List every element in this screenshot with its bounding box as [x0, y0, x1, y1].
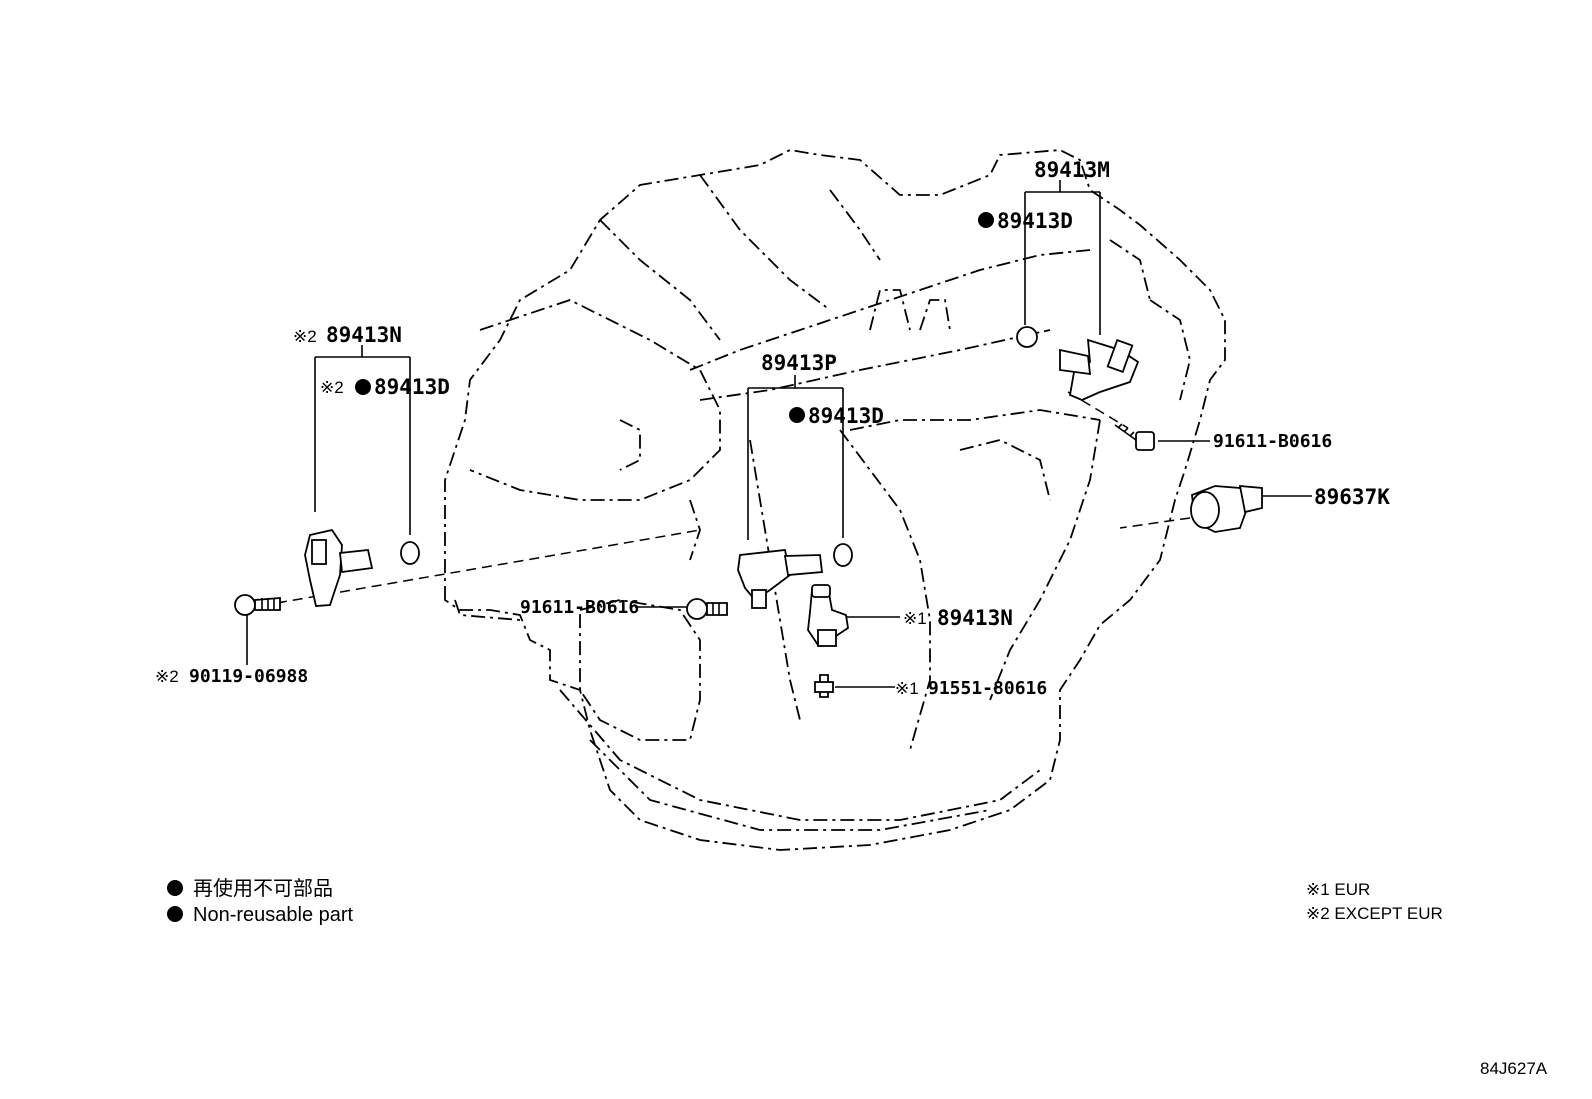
bolt-91611-right: [1114, 423, 1155, 451]
o-ring-89413d-mid: [833, 543, 853, 567]
speed-sensor-89413p: [737, 549, 824, 609]
o-ring-89413d-top: [1016, 326, 1038, 348]
non-reusable-dot-icon: [167, 880, 183, 896]
note-except-eur: ※2 EXCEPT EUR: [1306, 904, 1443, 923]
label-89637k[interactable]: 89637K: [1314, 485, 1390, 509]
bolt-91551: [814, 674, 834, 698]
speed-sensor-89413n-eur: [807, 584, 849, 647]
legend: 再使用不可部品 Non-reusable part: [167, 877, 354, 926]
speed-sensor-89413m: [1059, 338, 1140, 401]
non-reusable-dot-icon: [167, 906, 183, 922]
figure-code: 84J627A: [1480, 1059, 1548, 1078]
legend-en: Non-reusable part: [193, 904, 354, 926]
except-eur-mark: ※2: [293, 327, 317, 346]
except-eur-mark: ※2: [155, 667, 179, 686]
legend-jp: 再使用不可部品: [193, 877, 333, 900]
speed-sensor-89413n-left: [304, 528, 374, 607]
label-89413m[interactable]: 89413M: [1034, 158, 1110, 182]
label-89413n-eur[interactable]: 89413N: [937, 606, 1013, 630]
part-labels: 89413M 89413D ※2 89413N ※2 89413D 89413P…: [155, 158, 1390, 699]
label-89413d-top[interactable]: 89413D: [997, 209, 1073, 233]
assembly-dash-lines: [276, 391, 1191, 604]
note-eur: ※1 EUR: [1306, 880, 1370, 899]
label-90119-06988[interactable]: 90119-06988: [189, 666, 308, 687]
label-89413d-left[interactable]: 89413D: [374, 375, 450, 399]
transmission-housing-outline: [444, 149, 1226, 851]
non-reusable-dot-icon: [355, 379, 371, 395]
except-eur-mark: ※2: [320, 378, 344, 397]
eur-mark: ※1: [903, 609, 927, 628]
bolt-90119: [234, 594, 281, 616]
o-ring-89413d-left: [400, 541, 420, 565]
label-91551-80616[interactable]: 91551-80616: [928, 678, 1047, 699]
switch-89637k: [1190, 484, 1263, 533]
eur-mark: ※1: [895, 679, 919, 698]
leader-lines: [246, 180, 1312, 688]
label-91611-b0616-right[interactable]: 91611-B0616: [1213, 431, 1332, 452]
region-notes: ※1 EUR ※2 EXCEPT EUR: [1306, 880, 1443, 923]
label-89413n-left[interactable]: 89413N: [326, 323, 402, 347]
non-reusable-dot-icon: [978, 212, 994, 228]
bolt-91611-mid: [686, 598, 728, 620]
non-reusable-dot-icon: [789, 407, 805, 423]
label-89413d-mid[interactable]: 89413D: [808, 404, 884, 428]
label-89413p[interactable]: 89413P: [761, 351, 837, 375]
label-91611-b0616-mid[interactable]: 91611-B0616: [520, 597, 639, 618]
